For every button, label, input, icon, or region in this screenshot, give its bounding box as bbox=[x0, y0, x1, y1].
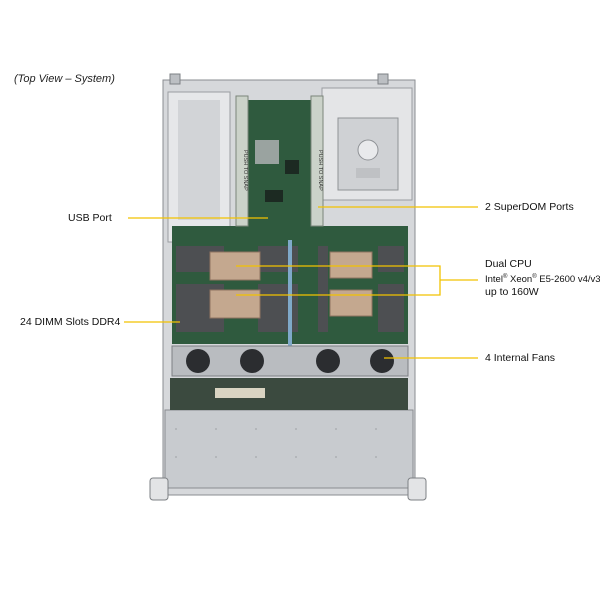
riser-label-left: PUSH TO SNAP bbox=[242, 150, 248, 191]
connector-strip bbox=[215, 388, 265, 398]
power-distribution-area bbox=[170, 378, 408, 410]
cpu-label-block: Dual CPU Intel® Xeon® E5-2600 v4/v3 up t… bbox=[485, 258, 600, 299]
cpu-registered-mark: ® bbox=[502, 274, 508, 280]
callout-lines bbox=[124, 206, 478, 359]
cpu-line: Xeon bbox=[510, 274, 533, 286]
cpu-registered-mark-2: ® bbox=[532, 274, 537, 280]
cpu-model: E5-2600 v4/v3 bbox=[539, 274, 600, 286]
superdom-ports-label: 2 SuperDOM Ports bbox=[485, 201, 574, 213]
cpu-heatsink bbox=[209, 251, 373, 319]
dimm-slots-label: 24 DIMM Slots DDR4 bbox=[20, 316, 121, 328]
usb-port-label: USB Port bbox=[68, 212, 112, 224]
riser-label-right: PUSH TO SNAP bbox=[317, 150, 323, 191]
cpu-title: Dual CPU bbox=[485, 258, 532, 270]
internal-fans-label: 4 Internal Fans bbox=[485, 352, 556, 364]
view-title: (Top View – System) bbox=[14, 73, 115, 85]
cpu-brand: Intel bbox=[485, 274, 503, 286]
cpu-model-line: Intel® Xeon® E5-2600 v4/v3 bbox=[485, 271, 600, 286]
fan-array bbox=[171, 345, 409, 377]
cpu-tdp: up to 160W bbox=[485, 286, 539, 299]
